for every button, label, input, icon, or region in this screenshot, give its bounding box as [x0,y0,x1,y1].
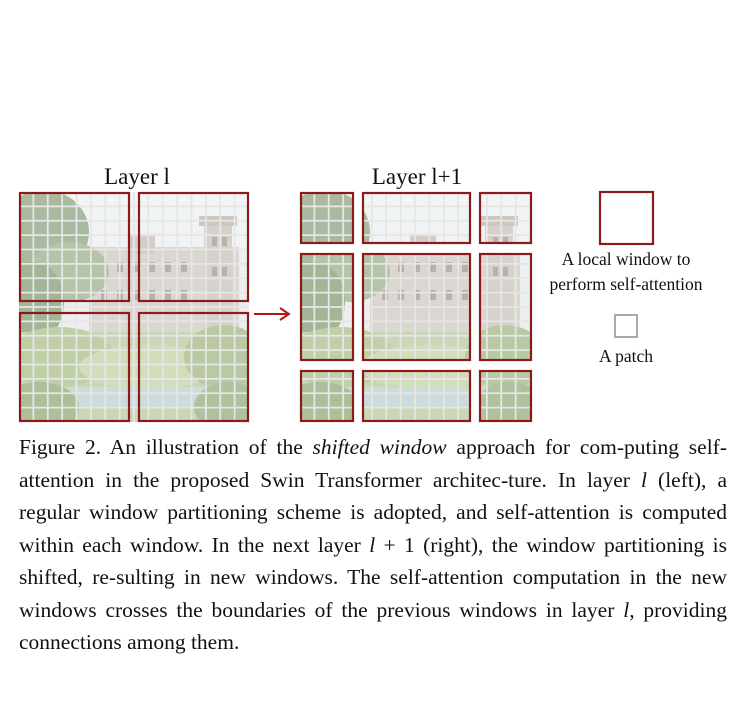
arrow-icon [254,307,291,321]
caption-var-l: l [623,597,630,622]
layer-l1-label: Layer l+1 [372,164,462,189]
figure-caption: Figure 2. An illustration of the shifted… [19,431,727,659]
caption-figure-label: Figure 2. [19,435,102,459]
window-l1-r1c2 [361,191,472,245]
window-l-top-right [137,191,250,303]
layer-l-windows [18,191,250,423]
caption-text-1: An illustration of the [101,435,313,459]
legend-window-label-line2: perform self-attention [549,274,702,294]
legend-patch-label: A patch [599,346,653,366]
window-l-top-left [18,191,131,303]
caption-emphasis: shifted window [312,435,447,459]
window-l1-r3c1 [299,369,355,423]
caption-text-5: , providing connections among them. [19,597,727,655]
window-l-bottom-right [137,311,250,423]
layer-l-label: Layer l [104,164,170,189]
legend-window-label-line1: A local window to [562,249,691,269]
window-l1-r3c2 [361,369,472,423]
layer-l1-windows [299,191,533,423]
window-l1-r2c3 [478,252,533,362]
window-l-bottom-left [18,311,131,423]
swin-shifted-window-figure: Layer l Layer l+1 [18,164,703,424]
caption-text-4: + 1 (right), the window partitioning is … [19,532,727,622]
caption-text-3: (left), a regular window partitioning sc… [19,467,727,557]
layer-l-patch-grid [19,192,249,422]
caption-var-l: l [641,467,647,492]
layer-l1-gaps [298,190,532,424]
caption-text-2: approach for com-puting self-attention i… [19,435,728,492]
window-l1-r1c1 [299,191,355,245]
window-l1-r3c3 [478,369,533,423]
layer-l1-patch-grid [300,192,530,422]
window-l1-r1c3 [478,191,533,245]
legend-window-icon [598,190,655,246]
window-l1-r2c1 [299,252,355,362]
window-l1-r2c2 [361,252,472,362]
caption-var-l: l [369,532,376,557]
legend-patch-icon [614,314,638,338]
